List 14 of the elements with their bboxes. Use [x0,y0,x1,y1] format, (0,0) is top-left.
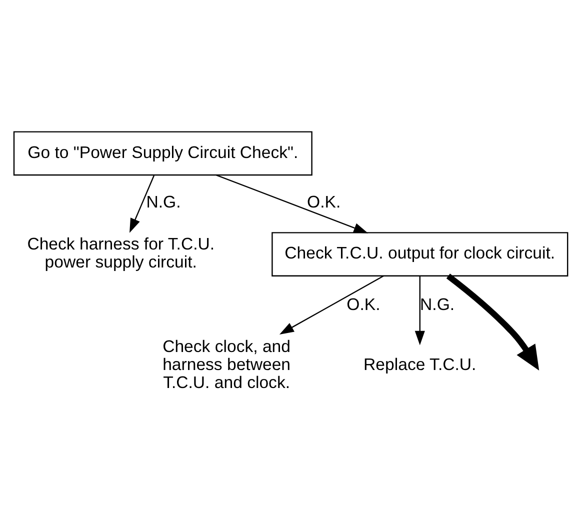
arrow [446,274,540,370]
node-text: Check clock, and harness between T.C.U. and clock. [162,336,291,392]
edge-label: N.G. [146,192,181,212]
node-box: Go to "Power Supply Circuit Check". [13,131,312,176]
arrow [130,175,155,233]
edge-label: O.K. [346,294,380,314]
node-text: Replace T.C.U. [364,354,476,374]
node-box: Check T.C.U. output for clock circuit. [272,232,568,277]
arrow [279,275,384,334]
arrow [216,174,368,234]
edge-label: O.K. [307,192,341,212]
edge-label: N.G. [420,294,455,314]
node-text: Check harness for T.C.U. power supply circuit. [27,234,215,272]
arrow [414,276,425,346]
